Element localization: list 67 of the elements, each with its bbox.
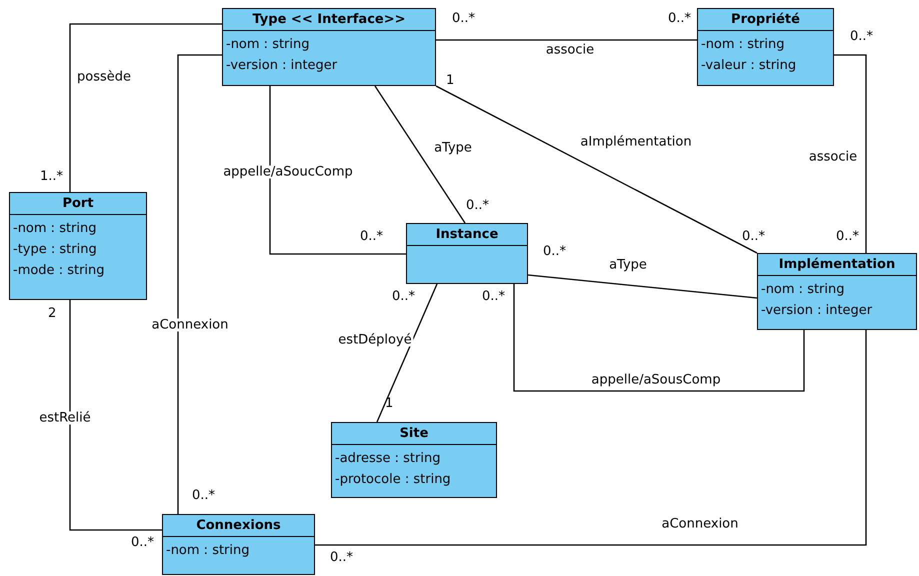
association-line	[436, 85, 758, 254]
association-line	[436, 39, 697, 41]
class-name: Type << Interface>>	[252, 13, 406, 26]
association-line	[269, 86, 406, 255]
attribute-text: -adresse : string	[335, 450, 440, 468]
edge-label: aImplémentation	[578, 136, 694, 148]
edge-label: appelle/aSoucComp	[221, 166, 355, 178]
attribute-text: -protocole : string	[335, 471, 451, 489]
class-name: Instance	[436, 228, 498, 241]
multiplicity-label: 0..*	[668, 12, 692, 25]
attribute-text: -mode : string	[13, 262, 105, 280]
attribute-text: -nom : string	[761, 281, 845, 299]
class-box	[222, 8, 436, 86]
edge-label: aConnexion	[150, 318, 230, 332]
association-line	[315, 330, 867, 546]
multiplicity-label: 0..*	[466, 199, 490, 212]
edge-label: associe	[544, 44, 596, 56]
class-box	[406, 223, 528, 284]
multiplicity-label: 1	[385, 397, 394, 410]
multiplicity-label: 0..*	[452, 12, 476, 25]
edge-label: estRelié	[37, 412, 93, 424]
edge-label: aType	[607, 258, 649, 272]
association-line	[834, 54, 867, 253]
multiplicity-label: 0..*	[482, 290, 506, 303]
association-line	[376, 284, 438, 422]
attribute-text: -type : string	[13, 241, 97, 259]
attribute-text: -nom : string	[13, 220, 97, 238]
class-box	[697, 8, 834, 86]
multiplicity-label: 0..*	[850, 30, 874, 43]
class-name: Propriété	[731, 13, 800, 26]
class-name: Site	[400, 427, 428, 440]
class-box	[162, 514, 315, 575]
association-line	[513, 284, 805, 392]
edge-label: estDéployé	[336, 334, 414, 346]
edge-label: associe	[806, 150, 860, 164]
association-line	[69, 300, 162, 531]
class-name: Port	[62, 197, 94, 210]
multiplicity-label: 1..*	[40, 170, 64, 183]
class-box	[9, 192, 147, 300]
attribute-text: -version : integer	[226, 57, 338, 75]
association-line	[69, 23, 222, 192]
multiplicity-label: 0..*	[192, 489, 216, 502]
attribute-text: -nom : string	[701, 36, 785, 54]
class-box	[757, 253, 917, 330]
attribute-text: -nom : string	[226, 36, 310, 54]
edge-label: appelle/aSousComp	[589, 374, 723, 386]
association-line	[528, 274, 758, 299]
multiplicity-label: 0..*	[360, 230, 384, 243]
multiplicity-label: 0..*	[330, 551, 354, 564]
multiplicity-label: 1	[446, 74, 454, 87]
multiplicity-label: 0..*	[836, 230, 860, 243]
class-box	[331, 422, 497, 498]
multiplicity-label: 0..*	[392, 290, 416, 303]
class-name: Connexions	[196, 519, 281, 532]
multiplicity-label: 0..*	[543, 245, 566, 258]
association-line	[374, 86, 466, 224]
association-line	[177, 54, 222, 514]
multiplicity-label: 0..*	[131, 536, 154, 549]
multiplicity-label: 2	[48, 307, 56, 320]
edge-label: aType	[432, 142, 474, 154]
multiplicity-label: 0..*	[742, 230, 766, 243]
attribute-text: -version : integer	[761, 302, 872, 320]
attribute-text: -nom : string	[166, 542, 250, 560]
edge-label: aConnexion	[660, 518, 740, 530]
edge-label: possède	[75, 70, 133, 84]
attribute-text: -valeur : string	[701, 57, 796, 75]
class-name: Implémentation	[778, 258, 896, 271]
